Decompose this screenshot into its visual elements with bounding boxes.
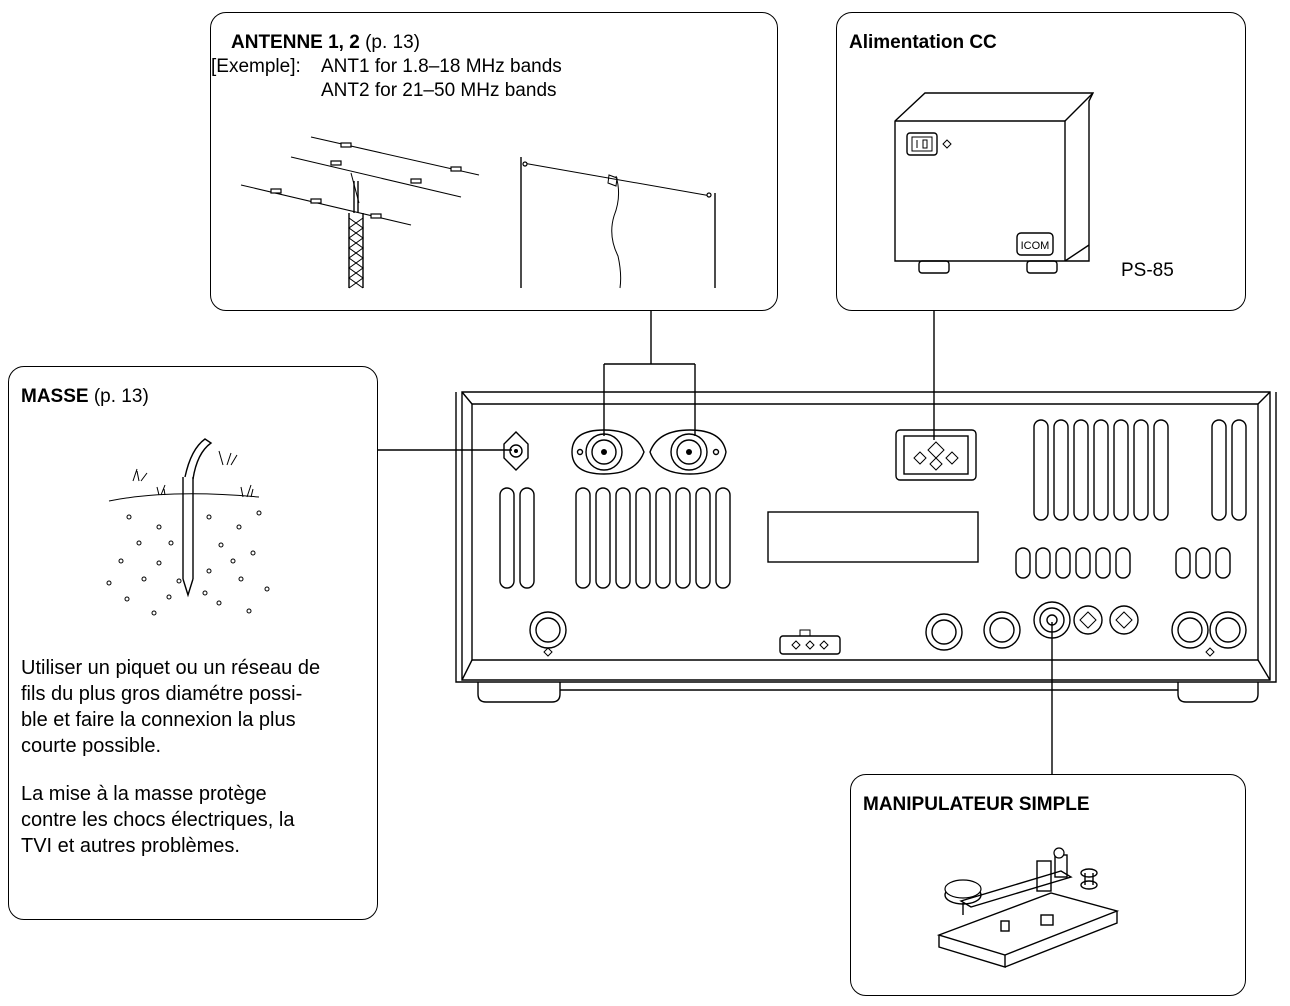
- ant1-connector-icon: [571, 429, 645, 475]
- yagi-antenna-icon: [240, 136, 480, 289]
- antenna-line1: ANT1 for 1.8–18 MHz bands: [321, 56, 562, 77]
- ground-box: MASSE (p. 13): [8, 366, 378, 920]
- ground-illustration: [106, 438, 270, 616]
- ground-para2-line2: contre les chocs électriques, la: [21, 809, 295, 831]
- key-title: MANIPULATEUR SIMPLE: [863, 793, 1090, 817]
- antenna-line2: ANT2 for 21–50 MHz bands: [321, 80, 557, 101]
- antenna-title: ANTENNE 1, 2 (p. 13): [231, 31, 420, 55]
- key-illustration: [936, 847, 1120, 968]
- power-box: Alimentation CC PS-85 ICOM: [836, 12, 1246, 311]
- power-brand-logo: ICOM: [1021, 240, 1050, 252]
- antenna-ref: (p. 13): [359, 32, 421, 53]
- vent-slots-left-icon: [499, 487, 535, 589]
- transceiver-chassis-icon: [455, 391, 1277, 703]
- key-title-text: MANIPULATEUR SIMPLE: [863, 794, 1090, 815]
- ground-terminal-icon: [503, 431, 529, 471]
- antenna-box: ANTENNE 1, 2 (p. 13) [Exemple]: ANT1 for…: [210, 12, 778, 311]
- ground-rod-icon: [106, 438, 270, 616]
- vent-slots-top-right-icon: [1033, 419, 1247, 521]
- small-slots-icon: [1015, 547, 1231, 579]
- ground-ref: (p. 13): [88, 386, 149, 407]
- antenna-title-text: ANTENNE 1, 2: [231, 32, 360, 53]
- dipole-antenna-icon: [520, 157, 716, 289]
- antenna-illustration: [240, 136, 716, 289]
- key-box: MANIPULATEUR SIMPLE: [850, 774, 1246, 996]
- ant2-connector-icon: [649, 429, 727, 475]
- dc-power-socket-icon: [895, 429, 977, 481]
- ground-para1: Utiliser un piquet ou un réseau de fils …: [21, 655, 320, 759]
- power-title: Alimentation CC: [849, 31, 997, 55]
- ground-para1-line1: Utiliser un piquet ou un réseau de: [21, 657, 321, 679]
- ground-para2-line1: La mise à la masse protège: [21, 783, 267, 805]
- antenna-example-label: [Exemple]:: [211, 56, 301, 77]
- label-plate: [767, 511, 979, 563]
- power-supply-illustration: ICOM: [894, 92, 1095, 274]
- accessory-connector-icon: [779, 629, 841, 655]
- straight-key-icon: [936, 847, 1120, 968]
- power-title-text: Alimentation CC: [849, 32, 997, 53]
- ground-para1-line4: courte possible.: [21, 735, 162, 757]
- ground-para2-line3: TVI et autres problèmes.: [21, 835, 240, 857]
- bottom-jacks-icon: [529, 601, 1247, 657]
- ground-title: MASSE (p. 13): [21, 385, 149, 409]
- ground-title-text: MASSE: [21, 386, 89, 407]
- power-model: PS-85: [1121, 260, 1174, 281]
- ground-para1-line2: fils du plus gros diamétre possi-: [21, 683, 303, 705]
- ground-para1-line3: ble et faire la connexion la plus: [21, 709, 296, 731]
- power-supply-icon: ICOM: [894, 92, 1095, 274]
- vent-slots-center-icon: [575, 487, 731, 589]
- ground-para2: La mise à la masse protège contre les ch…: [21, 781, 294, 859]
